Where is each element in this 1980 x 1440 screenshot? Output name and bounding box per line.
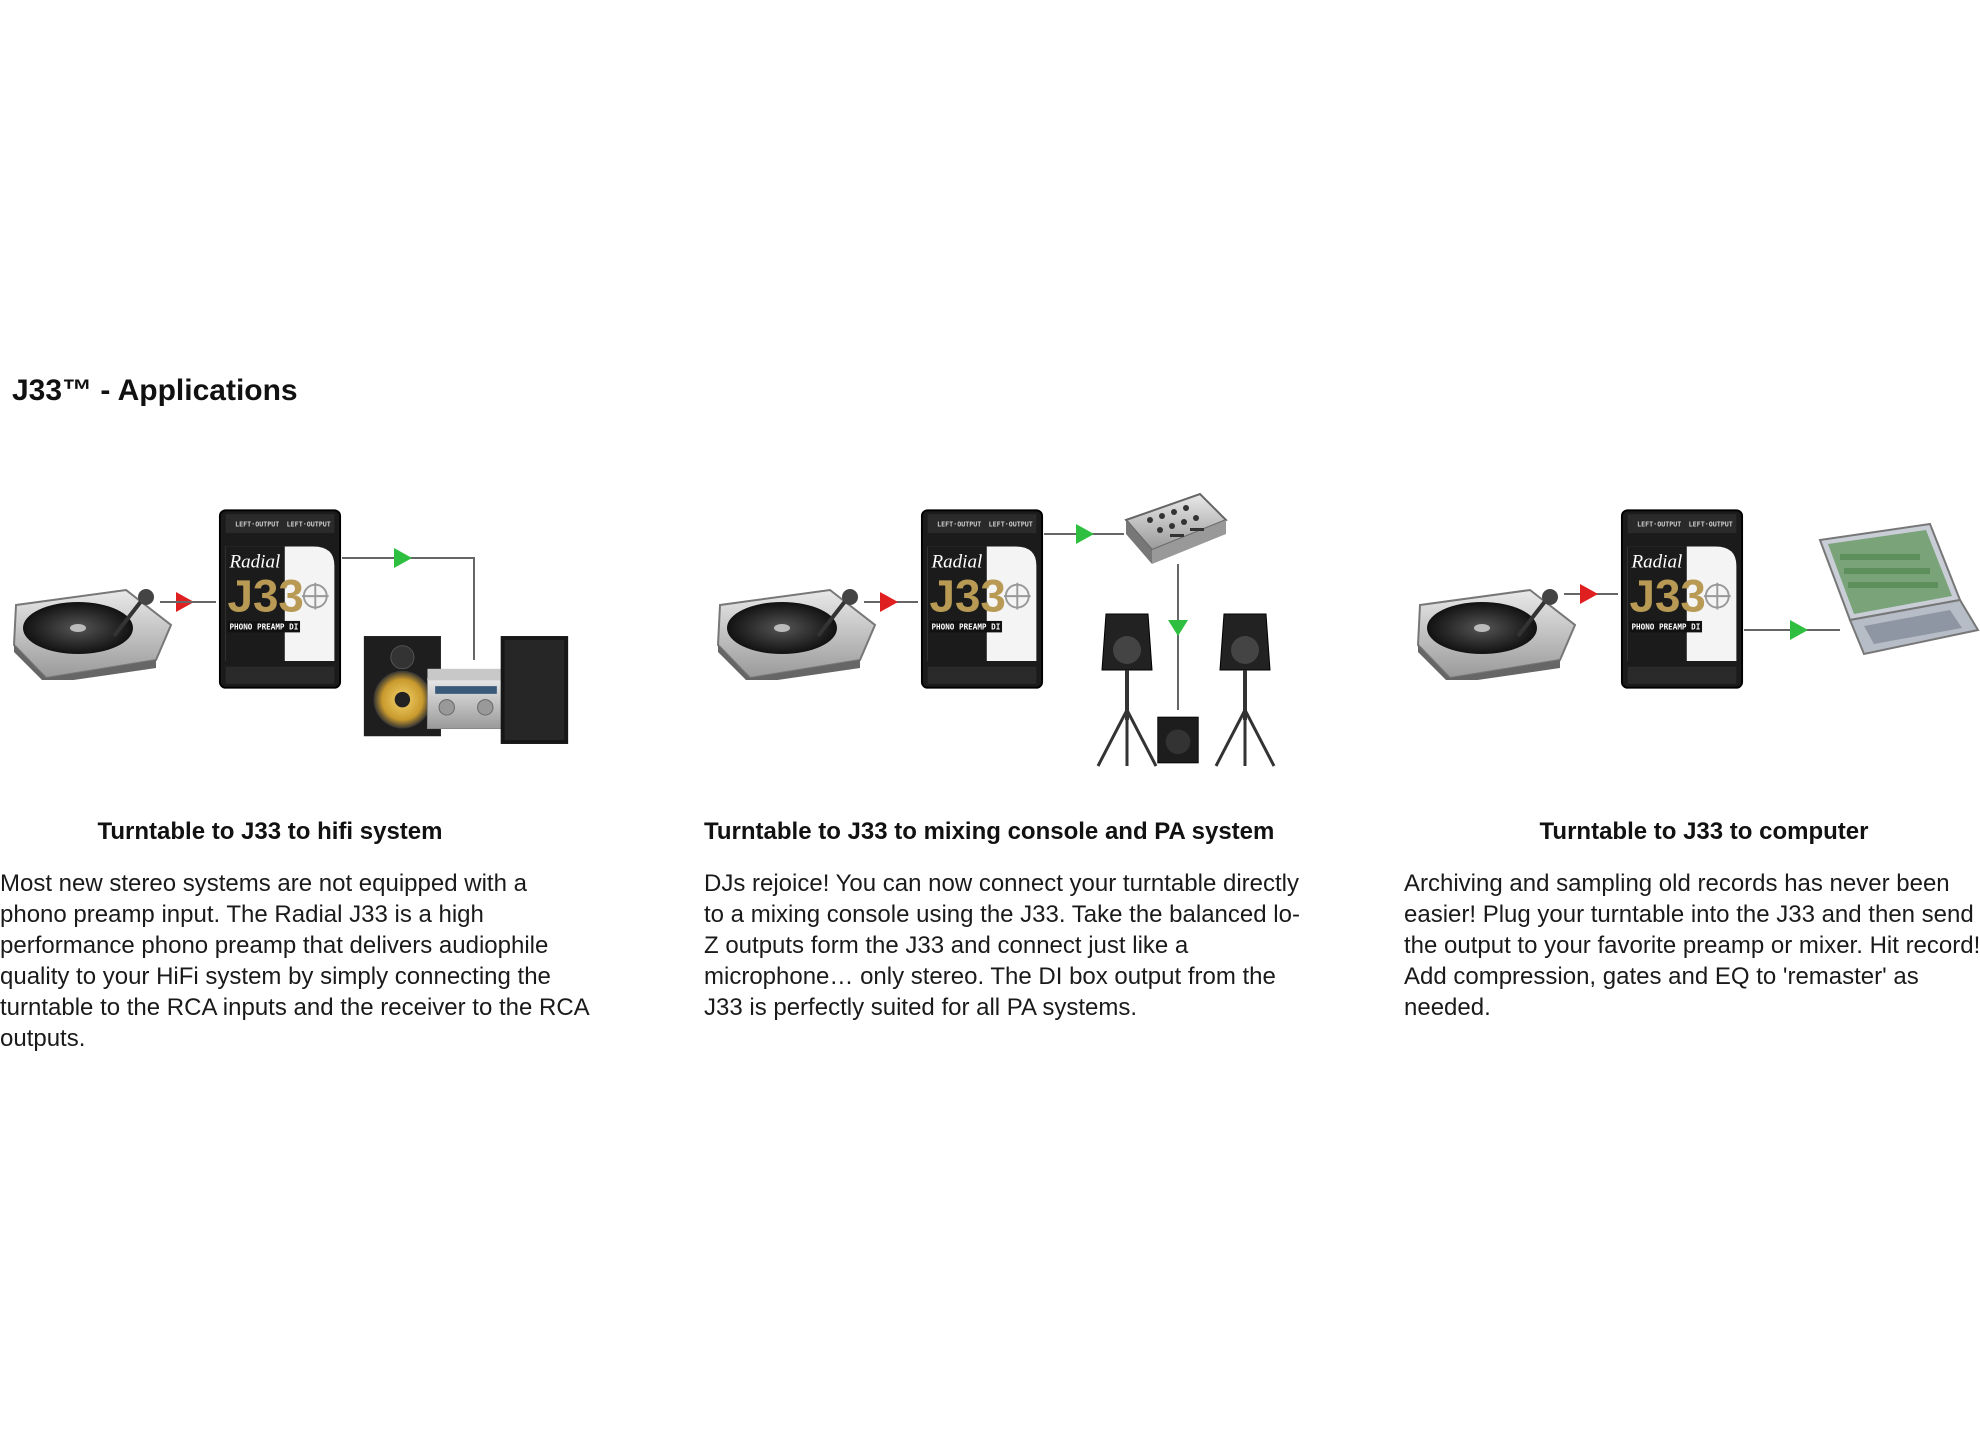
j33-preamp-icon <box>218 509 342 689</box>
j33-preamp-icon <box>1620 509 1744 689</box>
application-hifi: Turntable to J33 to hifi system Most new… <box>0 490 620 1090</box>
j33-preamp-icon <box>920 509 1044 689</box>
application-pa: Turntable to J33 to mixing console and P… <box>704 490 1324 1090</box>
turntable-icon <box>12 587 173 680</box>
input-arrow-icon <box>880 592 898 612</box>
output-arrow-icon <box>1168 620 1188 636</box>
laptop-icon <box>1819 523 1979 655</box>
page-title: J33™ - Applications <box>12 374 298 407</box>
pa-connection-diagram <box>716 493 1276 768</box>
hifi-speakers-icon <box>363 635 569 745</box>
description: Archiving and sampling old records has n… <box>1404 870 1980 1021</box>
caption: Turntable to J33 to hifi system <box>97 818 443 845</box>
pa-speaker-icon <box>1214 612 1276 768</box>
output-arrow-icon <box>1790 620 1808 640</box>
output-arrow-icon <box>394 548 412 568</box>
output-arrow-icon <box>1076 524 1094 544</box>
input-arrow-icon <box>1580 584 1598 604</box>
description: Most new stereo systems are not equipped… <box>0 870 589 1052</box>
mixing-console-icon <box>1125 493 1227 565</box>
caption: Turntable to J33 to computer <box>1539 818 1869 845</box>
computer-connection-diagram <box>1416 509 1979 689</box>
application-computer: Turntable to J33 to computer Archiving a… <box>1404 490 1980 1090</box>
turntable-icon <box>716 587 877 680</box>
subwoofer-icon <box>1157 716 1199 764</box>
caption: Turntable to J33 to mixing console and P… <box>704 818 1275 845</box>
turntable-icon <box>1416 587 1577 680</box>
hifi-connection-diagram <box>12 509 569 745</box>
description: DJs rejoice! You can now connect your tu… <box>704 870 1300 1021</box>
pa-speaker-icon <box>1096 612 1158 768</box>
